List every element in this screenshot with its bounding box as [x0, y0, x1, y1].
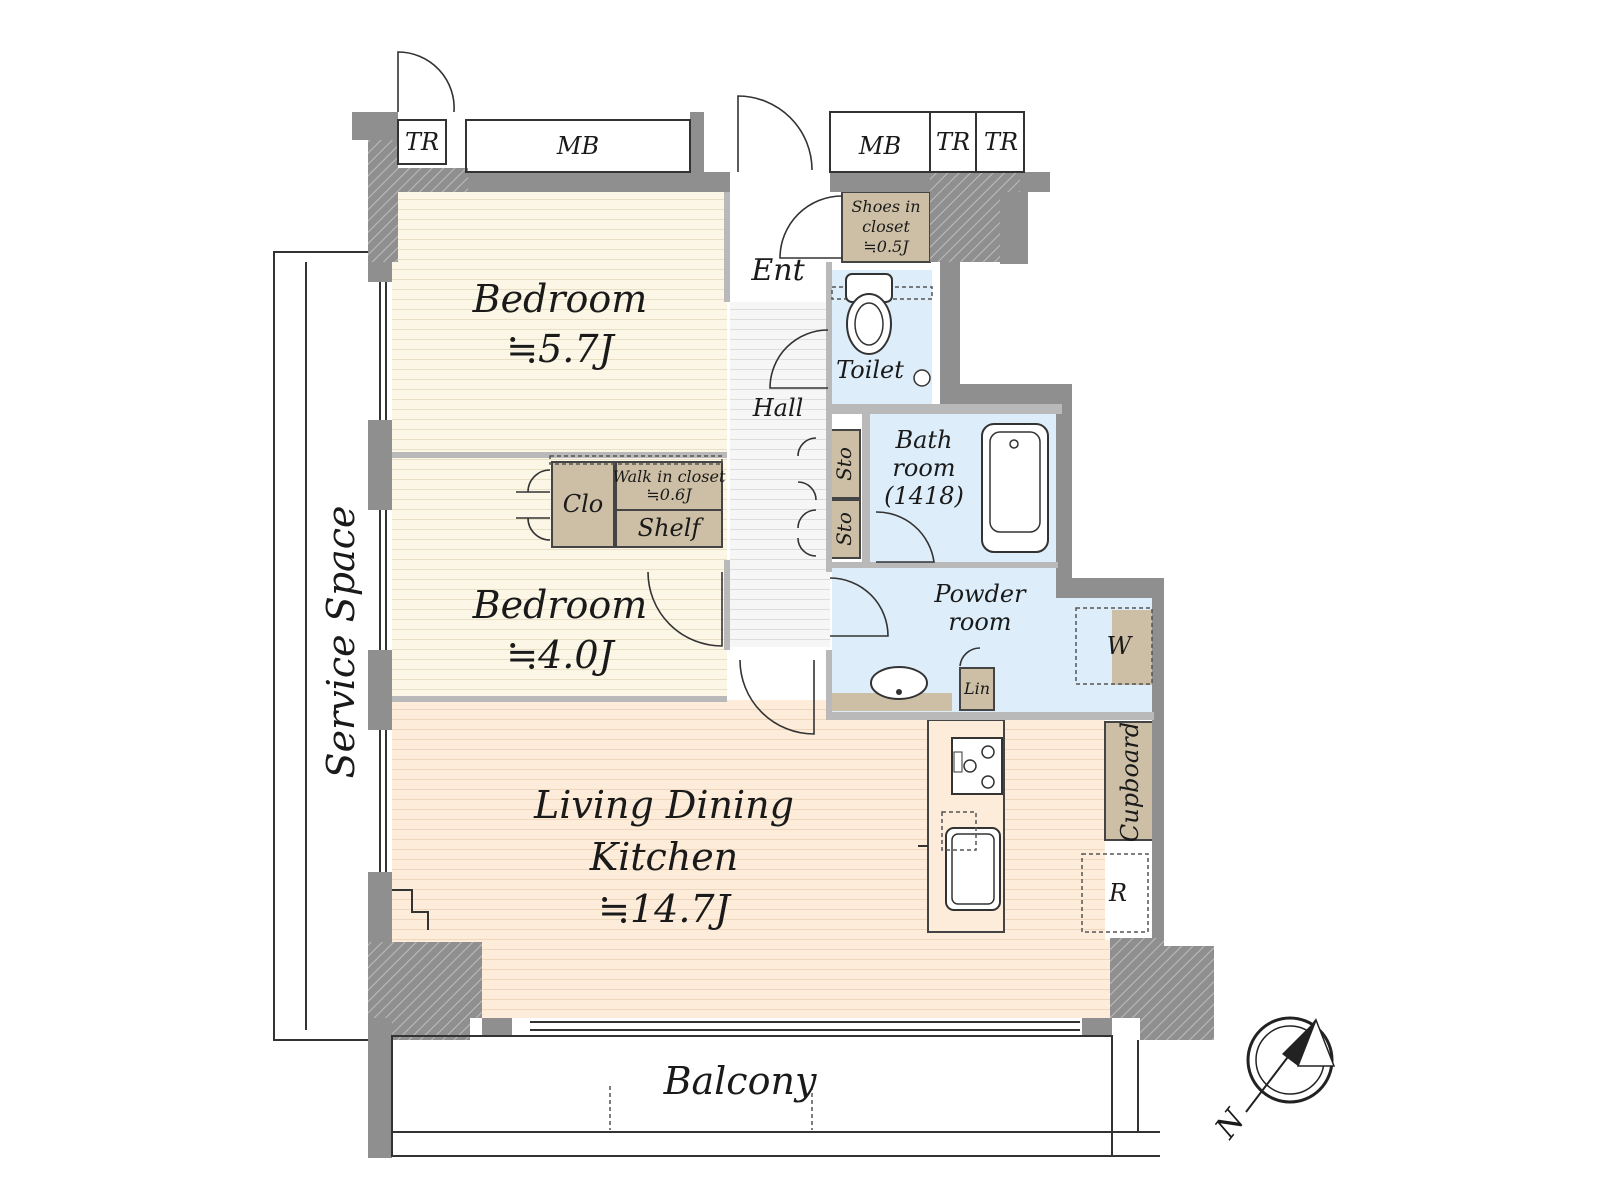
entrance-floor [730, 192, 830, 302]
stove-icon [951, 737, 1003, 795]
counter-top [832, 693, 952, 711]
bedroom-1-size: ≒5.7J [506, 327, 615, 371]
cupboard-label: Cupboard [1116, 722, 1144, 842]
bedroom-2-label: Bedroom [472, 583, 648, 627]
wash-basin-icon [870, 666, 928, 700]
shoes-closet-label-2: closet [862, 217, 910, 236]
bedroom-2-size: ≒4.0J [506, 633, 615, 677]
storage-upper [829, 429, 861, 499]
tr-right-2-label: TR [984, 128, 1018, 156]
refrigerator-label: R [1108, 879, 1127, 907]
labels: TR MB MB TR TR Shoes in closet ≒0.5J Ent… [319, 128, 1253, 1146]
bathroom-label-2: room [892, 454, 955, 482]
linen-cabinet [959, 667, 995, 711]
bathroom-label-3: (1418) [884, 482, 964, 510]
bedroom-1-label: Bedroom [472, 277, 648, 321]
bedroom-1-floor [392, 192, 727, 454]
balcony-label: Balcony [663, 1059, 817, 1103]
walk-in-closet-label: Walk in closet [613, 467, 726, 486]
storage-upper-label: Sto [832, 447, 856, 481]
walk-in-closet [615, 461, 723, 511]
hall-label: Hall [752, 394, 804, 422]
closet [551, 461, 615, 548]
service-space-label: Service Space [319, 506, 363, 779]
tr-right-1-label: TR [936, 128, 970, 156]
closet-label: Clo [563, 490, 604, 518]
ldk-label-1: Living Dining [533, 783, 794, 827]
bathroom-label-1: Bath [894, 426, 952, 454]
ldk-size: ≒14.7J [598, 887, 731, 931]
shoes-closet [841, 191, 931, 263]
hall-floor [730, 302, 830, 647]
powder-room-label-2: room [948, 608, 1011, 636]
powder-room-label-1: Powder [933, 580, 1027, 608]
bathtub-icon [981, 423, 1049, 553]
north-arrow-compass-icon [1245, 1016, 1336, 1113]
shoes-closet-label-1: Shoes in [851, 197, 920, 216]
cupboard [1104, 721, 1154, 841]
storage-lower-label: Sto [832, 512, 856, 546]
toilet-label: Toilet [836, 356, 904, 384]
compass-north-label: N [1208, 1102, 1253, 1146]
ldk-label-2: Kitchen [589, 835, 739, 879]
tr-left-label: TR [405, 128, 439, 156]
storage [551, 191, 1154, 841]
doors [397, 51, 981, 735]
shelf-label: Shelf [638, 514, 705, 542]
mb-left-label: MB [556, 132, 599, 160]
toilet-icon [845, 273, 931, 387]
kitchen-sink-icon [941, 811, 1001, 911]
mb-right-label: MB [858, 132, 901, 160]
washer-space [1112, 610, 1152, 685]
shoes-closet-size: ≒0.5J [863, 237, 910, 256]
walk-in-closet-size: ≒0.6J [646, 485, 693, 504]
walls [352, 112, 1214, 1158]
washer-label: W [1107, 632, 1134, 660]
shelf [615, 509, 723, 548]
linen-label: Lin [963, 679, 990, 698]
entrance-label: Ent [750, 253, 805, 288]
